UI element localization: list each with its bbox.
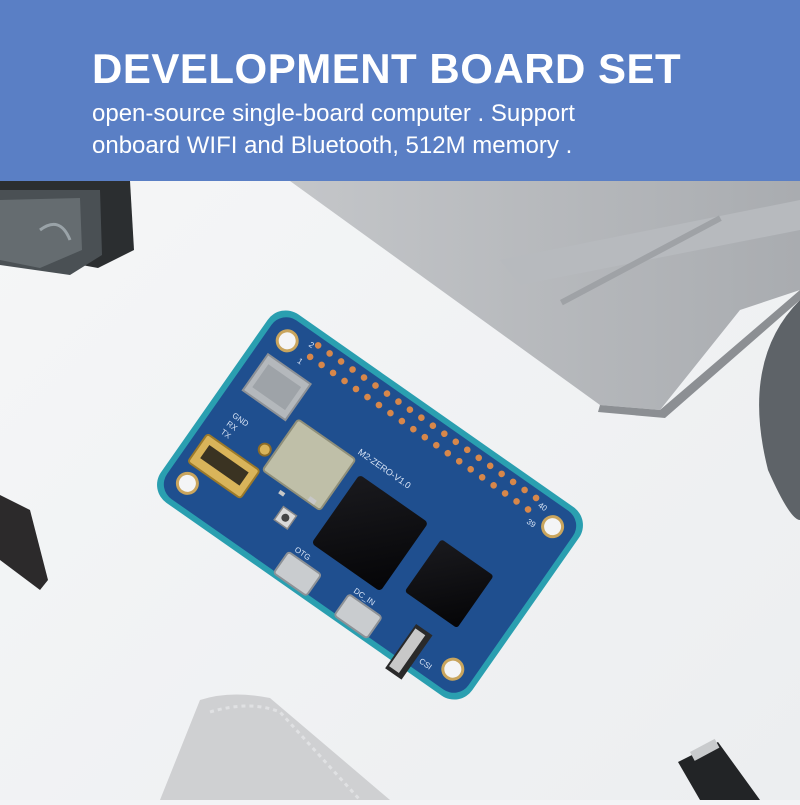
ram-chip bbox=[405, 540, 493, 628]
banner-subtitle-line1: open-source single-board computer . Supp… bbox=[92, 100, 575, 127]
antenna-connector bbox=[257, 442, 272, 457]
promo-banner: DEVELOPMENT BOARD SET open-source single… bbox=[0, 0, 800, 181]
banner-title: DEVELOPMENT BOARD SET bbox=[92, 45, 682, 92]
glasses bbox=[0, 181, 134, 275]
banner-subtitle-line2: onboard WIFI and Bluetooth, 512M memory … bbox=[92, 132, 573, 159]
svg-text:2: 2 bbox=[307, 340, 316, 350]
development-board: M2-ZERO-V1.0 GND RX TX OTG DC_IN CSI 1 2… bbox=[157, 310, 583, 700]
felt-pad bbox=[759, 300, 800, 520]
felt-case bbox=[160, 694, 390, 800]
banner-subtitle: open-source single-board computer . Supp… bbox=[92, 98, 732, 162]
soc-chip bbox=[312, 476, 427, 590]
micro-usb-otg bbox=[273, 551, 322, 596]
svg-text:1: 1 bbox=[296, 356, 305, 366]
laptop bbox=[290, 181, 800, 418]
gpio-header bbox=[306, 342, 540, 513]
leather-strap bbox=[0, 495, 48, 590]
micro-usb-dc-in bbox=[334, 594, 382, 639]
wifi-module bbox=[262, 419, 356, 511]
